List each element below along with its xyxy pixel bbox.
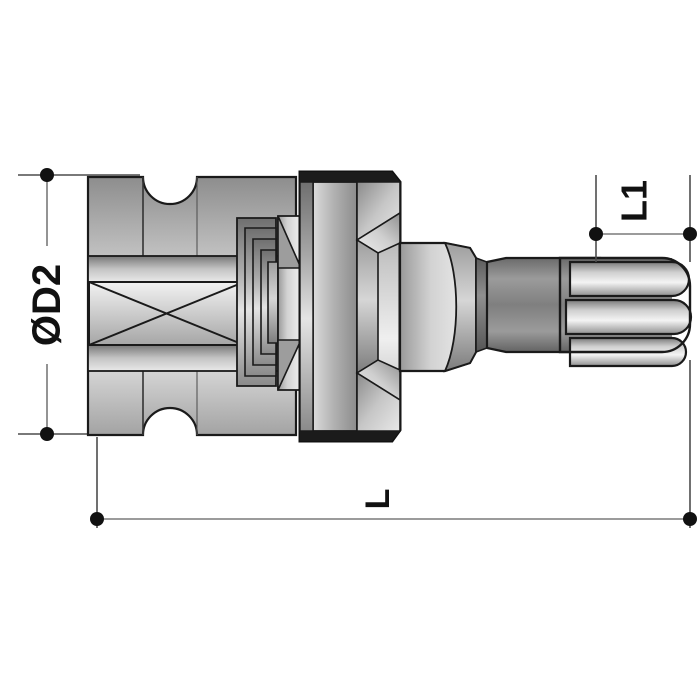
dimension-l1: L1 [589, 175, 697, 262]
flange-collar-facet-middle [356, 238, 379, 375]
retainer-ring-stack [236, 217, 279, 387]
square-drive-cavity [88, 281, 245, 346]
dimension-l1-right-endpoint [683, 227, 697, 241]
dimension-l-label-backdrop [358, 478, 400, 518]
inner-chamber-facet-bottom [277, 339, 303, 391]
dimension-l1-left-endpoint [589, 227, 603, 241]
dimension-d2-bottom-endpoint [40, 427, 54, 441]
dimension-l-label: L [359, 489, 397, 510]
inner-chamber-facet-top [277, 215, 303, 269]
flange-collar-facet-bottom [356, 371, 401, 432]
inner-chamber [277, 215, 303, 391]
dimension-l1-label: L1 [614, 180, 655, 222]
retainer-ring-5 [267, 261, 279, 344]
flange-collar-chamfer-top [300, 172, 400, 182]
dimension-l-left-endpoint [90, 512, 104, 526]
hex-shoulder-chamfer [475, 256, 488, 354]
torx-tip-silhouette [558, 256, 692, 354]
flange-collar-chamfer-bottom [300, 431, 400, 441]
dimension-l: L [90, 360, 697, 528]
dimension-l1-label-backdrop [612, 178, 658, 224]
square-drive-cavity-diagonal-b [88, 281, 245, 346]
flange-collar-face [312, 181, 358, 432]
torx-lobe-middle [564, 298, 693, 336]
torx-tip [558, 256, 693, 368]
flange-collar [298, 170, 402, 443]
dimension-d2-top-endpoint [40, 168, 54, 182]
hex-shoulder [398, 241, 488, 373]
torx-lobe-upper [568, 260, 691, 298]
hex-shoulder-curved-face [443, 241, 477, 373]
dimension-l-right-endpoint [683, 512, 697, 526]
flange-collar-left-strip [299, 181, 314, 432]
dimension-d2-label-backdrop [28, 246, 68, 364]
dimension-d2: ØD2 [18, 168, 140, 441]
dimension-d2-label: ØD2 [25, 264, 69, 346]
